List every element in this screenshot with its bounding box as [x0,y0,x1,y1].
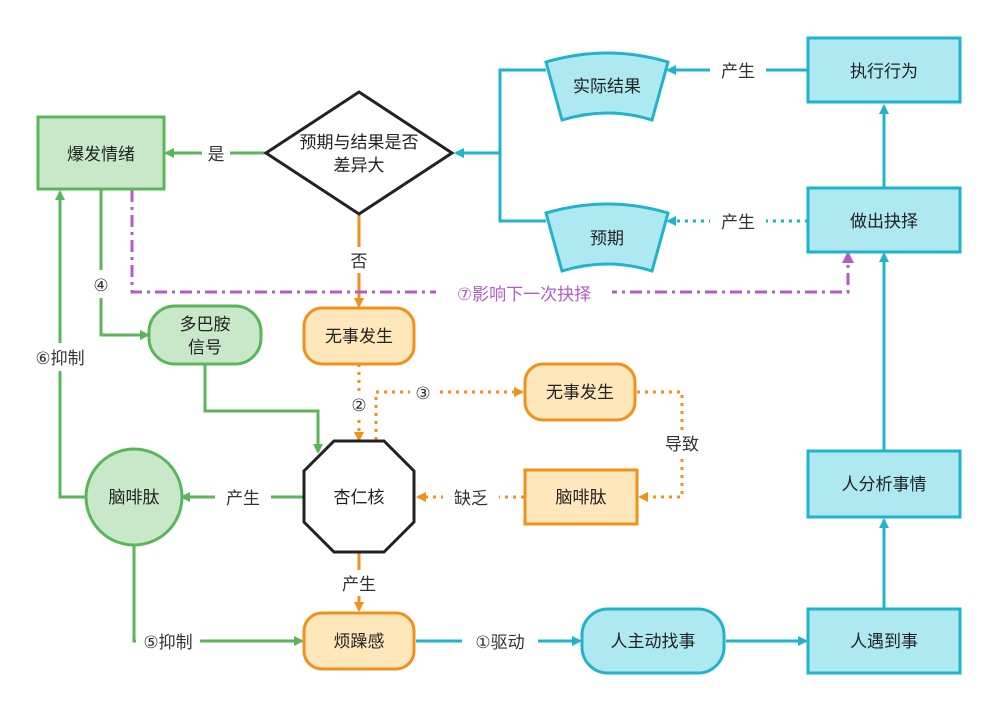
edge-label-lead-to: 导致 [665,435,699,455]
edge-execute-to-actual: 产生 [666,57,808,83]
edge-label-drive: ①驱动 [475,633,524,653]
svg-text:人分析事情: 人分析事情 [842,475,927,495]
node-irritation: 烦躁感 [302,611,416,671]
svg-text:脑啡肽: 脑啡肽 [556,488,607,508]
node-amygdala: 杏仁核 [302,439,416,554]
edge-yes-to-emotion: 是 [164,141,268,167]
node-make-decision: 做出抉择 [806,186,962,254]
edge-dopamine-to-amygdala [203,365,323,454]
edge-emotion-to-decide: ⑦影响下一次抉择 [130,190,854,306]
node-endorphin-box: 脑啡肽 [523,468,639,526]
svg-text:脑啡肽: 脑啡肽 [109,488,160,508]
svg-text:人主动找事: 人主动找事 [611,632,696,652]
svg-text:烦躁感: 烦躁感 [334,632,385,652]
svg-text:爆发情绪: 爆发情绪 [67,145,135,165]
svg-text:实际结果: 实际结果 [573,77,641,97]
node-seek-trouble: 人主动找事 [580,607,726,675]
dopamine-line-2: 信号 [188,338,222,358]
edge-label-produce-top: 产生 [721,62,755,82]
diamond-line-1: 预期与结果是否 [300,133,419,153]
edge-label-no: 否 [351,252,368,272]
edge-no-to-nothing: 否 [346,215,372,308]
edge-endorphin-to-emotion: ⑥抑制 [30,190,90,499]
node-endorphin-circle: 脑啡肽 [84,447,184,547]
svg-text:人遇到事: 人遇到事 [850,632,918,652]
edge-label-two: ② [351,396,366,416]
edge-amygdala-to-nothing2: ③ [374,380,524,440]
edge-label-produce-irritation: 产生 [342,575,376,595]
edge-nothing2-to-endorphin: 导致 [637,390,704,502]
node-nothing-happens-2: 无事发生 [523,362,637,422]
edge-decide-to-expectation: 产生 [666,208,808,234]
svg-text:预期: 预期 [590,229,624,249]
node-analyze: 人分析事情 [806,449,962,519]
edge-amygdala-to-endorphin: 产生 [180,484,304,510]
diamond-line-2: 差异大 [334,156,385,176]
node-dopamine-signal: 多巴胺 信号 [147,304,263,366]
node-actual-result: 实际结果 [544,51,670,122]
edge-label-lack: 缺乏 [454,489,488,509]
edge-label-three: ③ [415,384,430,404]
edge-endorphin-to-irritation: ⑤抑制 [132,545,304,654]
node-nothing-happens-1: 无事发生 [302,306,416,366]
svg-text:无事发生: 无事发生 [325,327,393,347]
svg-text:杏仁核: 杏仁核 [334,488,385,508]
edge-label-produce-endorphin: 产生 [226,489,260,509]
edge-amygdala-to-irritation: 产生 [331,553,387,612]
edge-compare-bracket [454,68,546,223]
node-emotion-burst: 爆发情绪 [36,115,166,191]
node-expectation: 预期 [544,202,670,273]
edge-label-six-inhibit: ⑥抑制 [35,349,84,369]
edge-endorphin-to-amygdala: 缺乏 [416,484,524,510]
edge-emotion-to-dopamine: ④ [89,190,150,340]
edge-label-five-inhibit: ⑤抑制 [143,633,192,653]
svg-text:做出抉择: 做出抉择 [850,212,918,232]
edge-irritation-to-seek: ①驱动 [416,628,582,654]
edge-label-seven: ⑦影响下一次抉择 [457,285,591,305]
edge-label-produce-expect: 产生 [721,213,755,233]
node-execute-action: 执行行为 [806,36,962,104]
edge-nothing-to-amygdala: ② [347,364,371,442]
svg-text:无事发生: 无事发生 [546,383,614,403]
edge-label-four: ④ [93,276,108,296]
dopamine-line-1: 多巴胺 [180,315,231,335]
svg-text:执行行为: 执行行为 [850,62,918,82]
node-decision-diamond: 预期与结果是否 差异大 [263,90,455,216]
edge-label-yes: 是 [208,145,225,165]
node-meet-event: 人遇到事 [806,607,962,675]
